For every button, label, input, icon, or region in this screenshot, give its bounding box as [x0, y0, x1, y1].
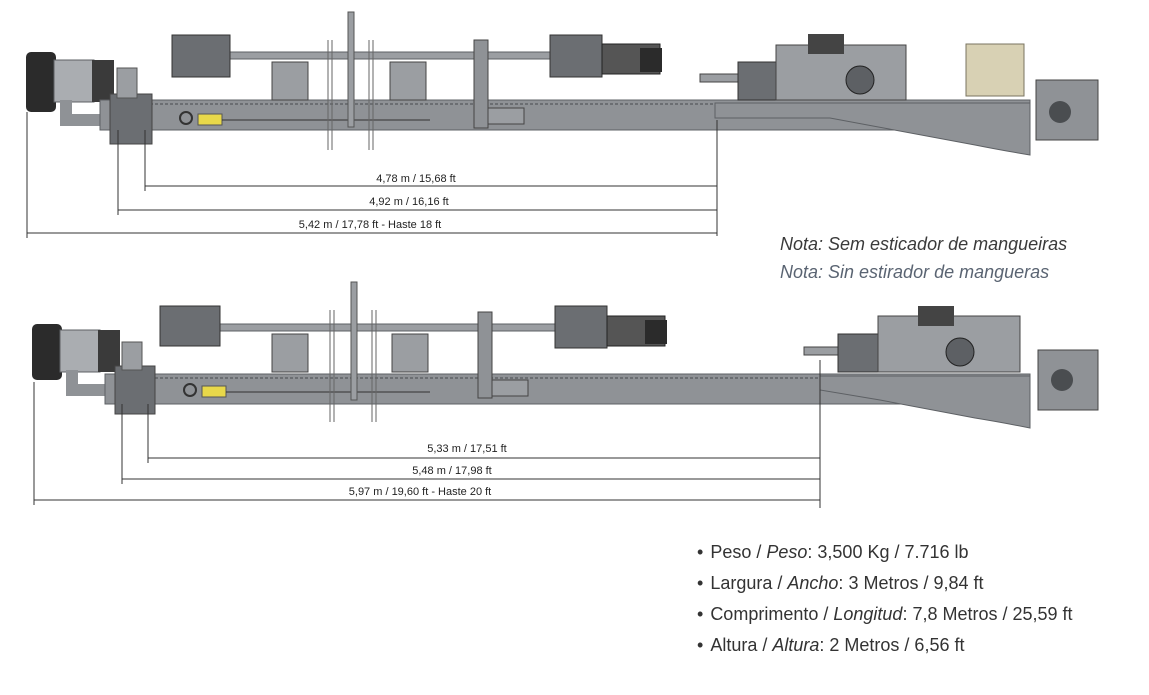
dimension-lines-bottom — [33, 360, 821, 508]
drill-rig-drawing-bottom: 5,33 m / 17,51 ft 5,48 m / 17,98 ft 5,97… — [32, 281, 1099, 508]
drill-rig-drawing-top: 4,78 m / 15,68 ft 4,92 m / 16,16 ft 5,42… — [26, 11, 1099, 238]
dimension-label: 5,42 m / 17,78 ft - Haste 18 ft — [299, 219, 441, 231]
drill-rig-machine-top — [26, 11, 1099, 156]
bullet-icon: • — [697, 635, 704, 655]
note-portuguese: Nota: Sem esticador de mangueiras — [780, 234, 1068, 254]
spec-weight: •Peso / Peso: 3,500 Kg / 7.716 lb — [697, 542, 969, 562]
dimension-label: 5,97 m / 19,60 ft - Haste 20 ft — [349, 486, 491, 498]
spec-width: •Largura / Ancho: 3 Metros / 9,84 ft — [697, 573, 984, 593]
spec-length: •Comprimento / Longitud: 7,8 Metros / 25… — [697, 604, 1073, 624]
note-spanish: Nota: Sin estirador de mangueras — [780, 262, 1050, 282]
specs-list: •Peso / Peso: 3,500 Kg / 7.716 lb •Largu… — [697, 540, 1073, 664]
dimension-label: 4,78 m / 15,68 ft — [376, 173, 456, 185]
dimension-label: 4,92 m / 16,16 ft — [369, 196, 449, 208]
dimension-label: 5,33 m / 17,51 ft — [427, 443, 507, 455]
dimension-label: 5,48 m / 17,98 ft — [412, 465, 492, 477]
bullet-icon: • — [697, 604, 704, 624]
bullet-icon: • — [697, 542, 704, 562]
spec-height: •Altura / Altura: 2 Metros / 6,56 ft — [697, 635, 965, 655]
dimension-lines-top — [26, 112, 718, 238]
drill-rig-machine-bottom — [32, 281, 1099, 429]
bullet-icon: • — [697, 573, 704, 593]
